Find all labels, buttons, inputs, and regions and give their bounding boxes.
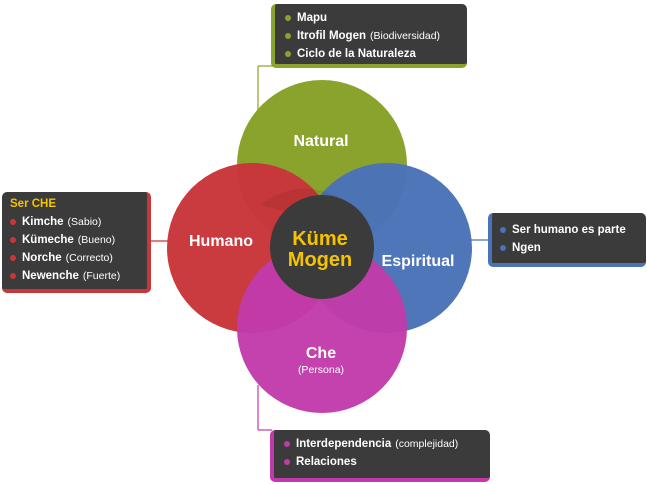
list-item: Norche(Correcto) xyxy=(10,249,139,267)
center-title-line1: Küme xyxy=(292,228,348,250)
label-humano: Humano xyxy=(189,233,253,250)
panel-che: Interdependencia(complejidad) Relaciones xyxy=(270,430,490,482)
center-title-line2: Mogen xyxy=(288,249,352,271)
list-item: Interdependencia(complejidad) xyxy=(284,435,480,453)
bullet-icon xyxy=(10,255,16,261)
bullet-icon xyxy=(10,273,16,279)
center-circle xyxy=(270,195,374,299)
bullet-icon xyxy=(10,237,16,243)
panel-title: Ser CHE xyxy=(10,198,57,210)
list-item: Mapu xyxy=(285,9,457,27)
list-item: Kümeche(Bueno) xyxy=(10,231,139,249)
list-item: Itrofil Mogen(Biodiversidad) xyxy=(285,27,457,45)
label-espiritual: Espiritual xyxy=(382,253,455,270)
label-che-sub: (Persona) xyxy=(298,364,344,376)
bullet-icon xyxy=(10,219,16,225)
panel-humano: Ser CHE Kimche(Sabio) Kümeche(Bueno) Nor… xyxy=(2,192,151,293)
bullet-icon xyxy=(285,15,291,21)
bullet-icon xyxy=(285,51,291,57)
list-item: Ciclo de la Naturaleza xyxy=(285,45,457,63)
bullet-icon xyxy=(500,227,506,233)
label-che: Che xyxy=(306,345,336,362)
list-item: Kimche(Sabio) xyxy=(10,213,139,231)
panel-natural: Mapu Itrofil Mogen(Biodiversidad) Ciclo … xyxy=(271,4,467,68)
list-item: Relaciones xyxy=(284,453,480,471)
panel-espiritual: Ser humano es parte Ngen xyxy=(488,213,646,267)
bullet-icon xyxy=(285,33,291,39)
list-item: Ser humano es parte xyxy=(500,221,638,239)
label-natural: Natural xyxy=(293,133,348,150)
bullet-icon xyxy=(284,459,290,465)
bullet-icon xyxy=(500,245,506,251)
list-item: Ngen xyxy=(500,239,638,257)
list-item: Newenche(Fuerte) xyxy=(10,267,139,285)
bullet-icon xyxy=(284,441,290,447)
circle-che xyxy=(237,243,407,413)
